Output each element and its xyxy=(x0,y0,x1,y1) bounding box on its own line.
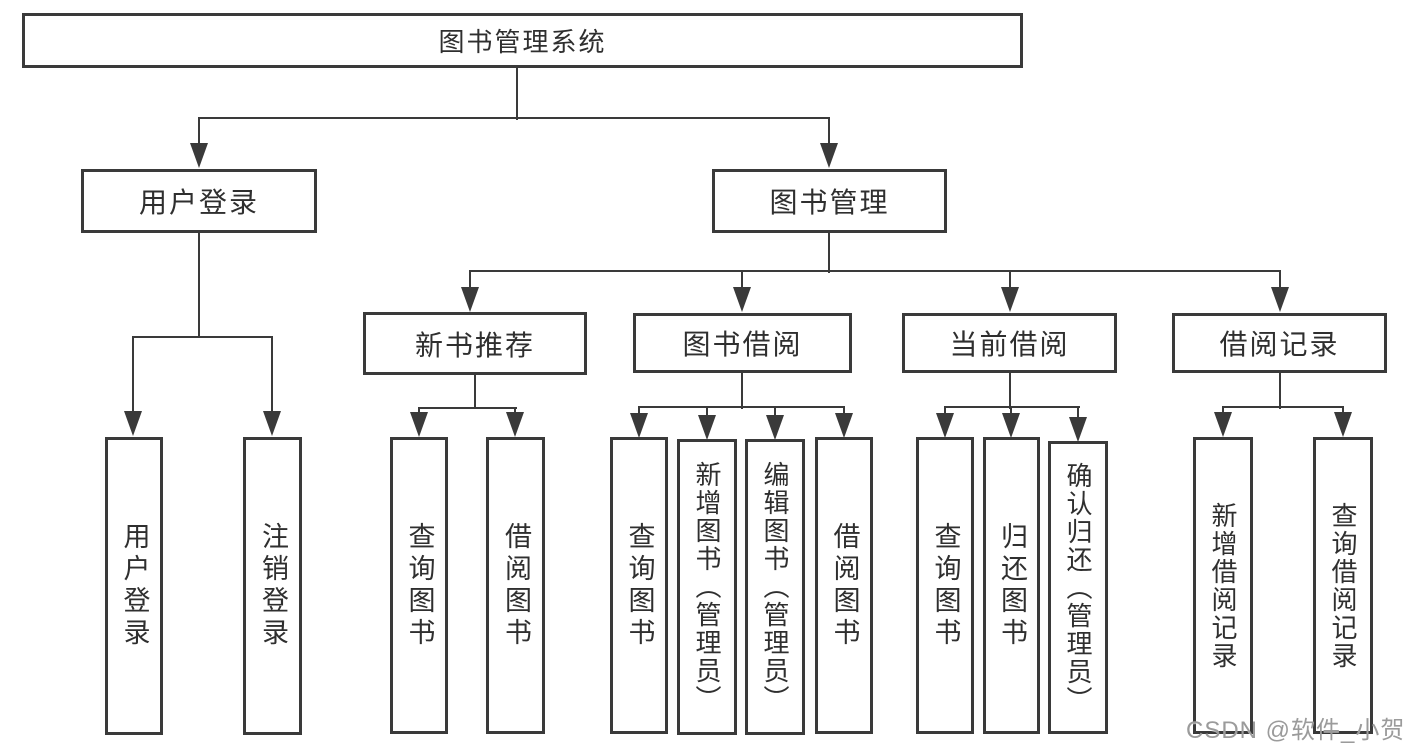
node-book-management: 图书管理 xyxy=(712,169,947,233)
node-current-borrowing: 当前借阅 xyxy=(902,313,1117,373)
arrow-down-icon xyxy=(190,143,208,168)
connector-line xyxy=(198,117,200,146)
arrow-down-icon xyxy=(263,411,281,436)
connector-line xyxy=(638,406,845,408)
arrow-down-icon xyxy=(766,415,784,440)
node-new-book-recommend: 新书推荐 xyxy=(363,312,587,375)
arrow-down-icon xyxy=(1069,417,1087,442)
arrow-down-icon xyxy=(1271,287,1289,312)
leaf-add-books-admin: 新增图书（管理员） xyxy=(677,439,737,735)
connector-line xyxy=(1222,406,1344,408)
arrow-down-icon xyxy=(1334,412,1352,437)
arrow-down-icon xyxy=(698,415,716,440)
arrow-down-icon xyxy=(461,287,479,312)
arrow-down-icon xyxy=(936,413,954,438)
arrow-down-icon xyxy=(820,143,838,168)
arrow-down-icon xyxy=(410,412,428,437)
connector-line xyxy=(1077,406,1079,418)
csdn-watermark: CSDN @软件_小贺同学 xyxy=(1186,717,1405,744)
leaf-query-books-borrow: 查询图书 xyxy=(610,437,668,734)
arrow-down-icon xyxy=(506,412,524,437)
arrow-down-icon xyxy=(835,413,853,438)
arrow-down-icon xyxy=(1001,287,1019,312)
connector-line xyxy=(828,233,830,273)
connector-line xyxy=(944,406,1080,408)
connector-line xyxy=(514,407,516,414)
arrow-down-icon xyxy=(124,411,142,436)
connector-line xyxy=(1009,270,1011,290)
leaf-add-borrow-record: 新增借阅记录 xyxy=(1193,437,1253,734)
connector-line xyxy=(271,336,273,414)
connector-line xyxy=(1279,373,1281,409)
connector-line xyxy=(1342,406,1344,413)
arrow-down-icon xyxy=(630,413,648,438)
connector-line xyxy=(828,117,830,146)
leaf-return-books: 归还图书 xyxy=(983,437,1040,734)
arrow-down-icon xyxy=(1214,412,1232,437)
connector-line xyxy=(418,407,517,409)
connector-line xyxy=(706,406,708,416)
arrow-down-icon xyxy=(733,287,751,312)
node-user-login-branch: 用户登录 xyxy=(81,169,317,233)
leaf-confirm-return-admin: 确认归还（管理员） xyxy=(1048,441,1108,734)
connector-line xyxy=(944,406,946,415)
connector-line xyxy=(198,117,830,119)
leaf-query-books-current: 查询图书 xyxy=(916,437,974,734)
node-borrowing-records: 借阅记录 xyxy=(1172,313,1387,373)
connector-line xyxy=(474,375,476,409)
connector-line xyxy=(741,270,743,290)
connector-line xyxy=(638,406,640,415)
arrow-down-icon xyxy=(1002,413,1020,438)
leaf-borrow-books: 借阅图书 xyxy=(815,437,873,734)
connector-line xyxy=(741,373,743,409)
leaf-borrow-books-recommend: 借阅图书 xyxy=(486,437,545,734)
connector-line xyxy=(516,68,518,120)
node-library-management-system: 图书管理系统 xyxy=(22,13,1023,68)
connector-line xyxy=(469,270,471,290)
connector-line xyxy=(418,407,420,414)
connector-line xyxy=(132,336,134,414)
leaf-user-login: 用户登录 xyxy=(105,437,163,735)
leaf-edit-books-admin: 编辑图书（管理员） xyxy=(745,439,805,735)
connector-line xyxy=(132,336,273,338)
connector-line xyxy=(198,233,200,338)
connector-line xyxy=(774,406,776,416)
connector-line xyxy=(843,406,845,415)
leaf-query-books-recommend: 查询图书 xyxy=(390,437,448,734)
connector-line xyxy=(1222,406,1224,413)
connector-line xyxy=(1009,373,1011,409)
leaf-logout: 注销登录 xyxy=(243,437,302,735)
node-book-borrowing: 图书借阅 xyxy=(633,313,852,373)
connector-line xyxy=(469,270,1281,272)
connector-line xyxy=(1279,270,1281,290)
connector-line xyxy=(1010,406,1012,415)
leaf-query-borrow-record: 查询借阅记录 xyxy=(1313,437,1373,734)
